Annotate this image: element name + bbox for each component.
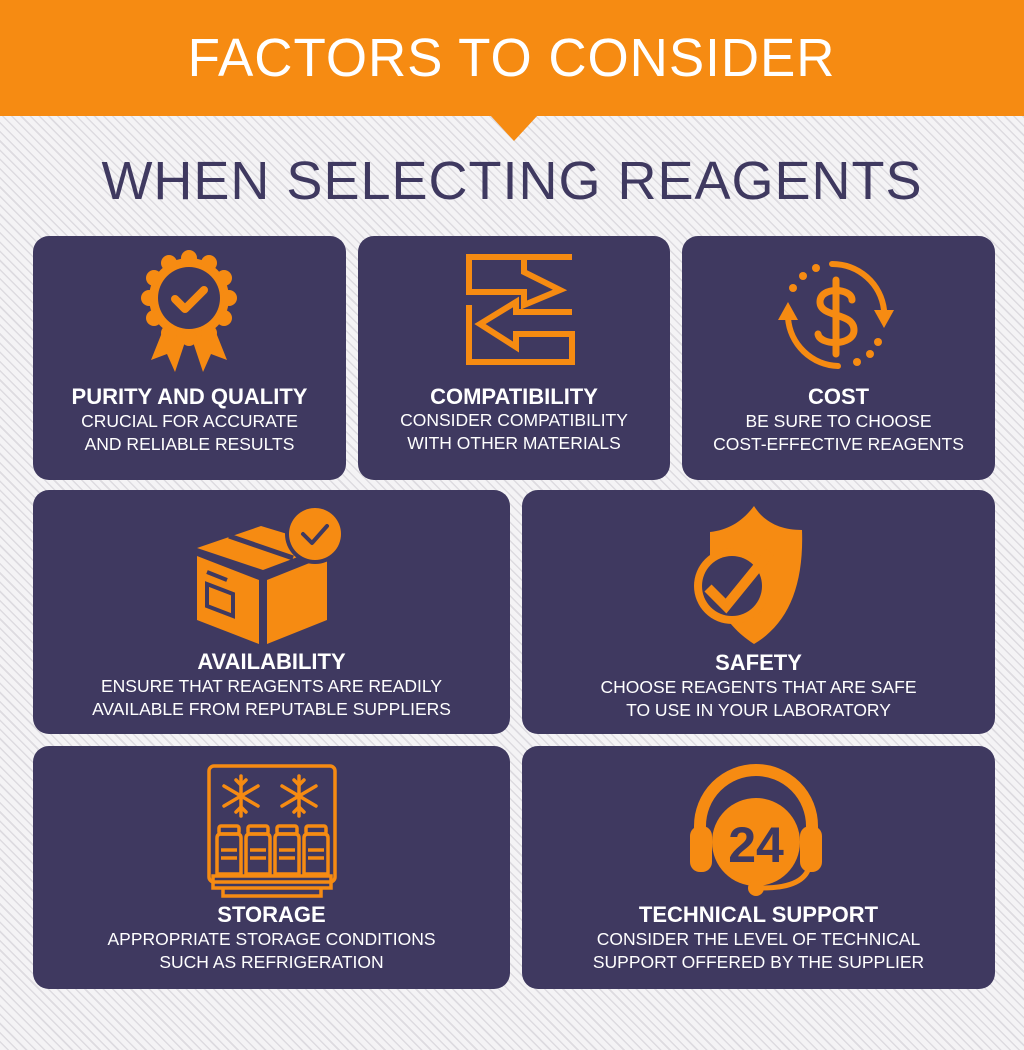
shield-check-icon <box>694 506 803 644</box>
desc-line: BE SURE TO CHOOSE <box>745 411 932 431</box>
factor-card-purity-quality: PURITY AND QUALITY CRUCIAL FOR ACCURATE … <box>33 236 346 480</box>
factor-title: SAFETY <box>715 650 802 675</box>
desc-line: CONSIDER THE LEVEL OF TECHNICAL <box>596 929 921 949</box>
factor-title: TECHNICAL SUPPORT <box>638 902 879 927</box>
factor-card-technical-support: 24 TECHNICAL SUPPORT CONSIDER THE LEVEL … <box>522 746 995 989</box>
factor-title: AVAILABILITY <box>197 649 346 674</box>
factor-description: BE SURE TO CHOOSE COST-EFFECTIVE REAGENT… <box>682 410 995 456</box>
desc-line: SUCH AS REFRIGERATION <box>159 952 384 972</box>
factor-description: CONSIDER THE LEVEL OF TECHNICAL SUPPORT … <box>522 928 995 974</box>
desc-line: ENSURE THAT REAGENTS ARE READILY <box>100 676 442 696</box>
desc-line: AVAILABLE FROM REPUTABLE SUPPLIERS <box>92 699 451 719</box>
factor-description: CRUCIAL FOR ACCURATE AND RELIABLE RESULT… <box>33 410 346 456</box>
desc-line: COST-EFFECTIVE REAGENTS <box>713 434 964 454</box>
factor-card-safety: SAFETY CHOOSE REAGENTS THAT ARE SAFE TO … <box>522 490 995 734</box>
factor-description: CHOOSE REAGENTS THAT ARE SAFE TO USE IN … <box>522 676 995 722</box>
desc-line: TO USE IN YOUR LABORATORY <box>626 700 891 720</box>
factor-description: ENSURE THAT REAGENTS ARE READILY AVAILAB… <box>33 675 510 721</box>
desc-line: CRUCIAL FOR ACCURATE <box>81 411 298 431</box>
factor-card-storage: STORAGE APPROPRIATE STORAGE CONDITIONS S… <box>33 746 510 989</box>
banner-pointer <box>490 115 538 141</box>
dollar-cycle-icon <box>778 260 894 369</box>
page-title: FACTORS TO CONSIDER <box>188 28 836 88</box>
page-subtitle: WHEN SELECTING REAGENTS <box>101 151 923 211</box>
factor-title: COMPATIBILITY <box>430 384 598 409</box>
desc-line: WITH OTHER MATERIALS <box>407 433 621 453</box>
refrigerated-storage-icon <box>207 764 337 898</box>
award-ribbon-check-icon <box>141 250 237 372</box>
factor-title: STORAGE <box>217 902 326 927</box>
desc-line: SUPPORT OFFERED BY THE SUPPLIER <box>592 952 925 972</box>
factor-description: CONSIDER COMPATIBILITY WITH OTHER MATERI… <box>358 409 670 455</box>
headset-24-icon: 24 <box>690 764 822 896</box>
desc-line: APPROPRIATE STORAGE CONDITIONS <box>107 929 436 949</box>
header-banner: FACTORS TO CONSIDER <box>0 0 1024 116</box>
factor-title: COST <box>807 384 870 409</box>
box-check-icon <box>197 504 345 644</box>
factor-card-availability: AVAILABILITY ENSURE THAT REAGENTS ARE RE… <box>33 490 510 734</box>
exchange-arrows-icon <box>466 254 575 365</box>
factor-card-cost: COST BE SURE TO CHOOSE COST-EFFECTIVE RE… <box>682 236 995 480</box>
desc-line: AND RELIABLE RESULTS <box>84 434 295 454</box>
factor-card-compatibility: COMPATIBILITY CONSIDER COMPATIBILITY WIT… <box>358 236 670 480</box>
factor-title: PURITY AND QUALITY <box>71 384 308 409</box>
desc-line: CONSIDER COMPATIBILITY <box>400 410 628 430</box>
factor-description: APPROPRIATE STORAGE CONDITIONS SUCH AS R… <box>33 928 510 974</box>
support-hours-label: 24 <box>728 817 784 873</box>
desc-line: CHOOSE REAGENTS THAT ARE SAFE <box>600 677 917 697</box>
